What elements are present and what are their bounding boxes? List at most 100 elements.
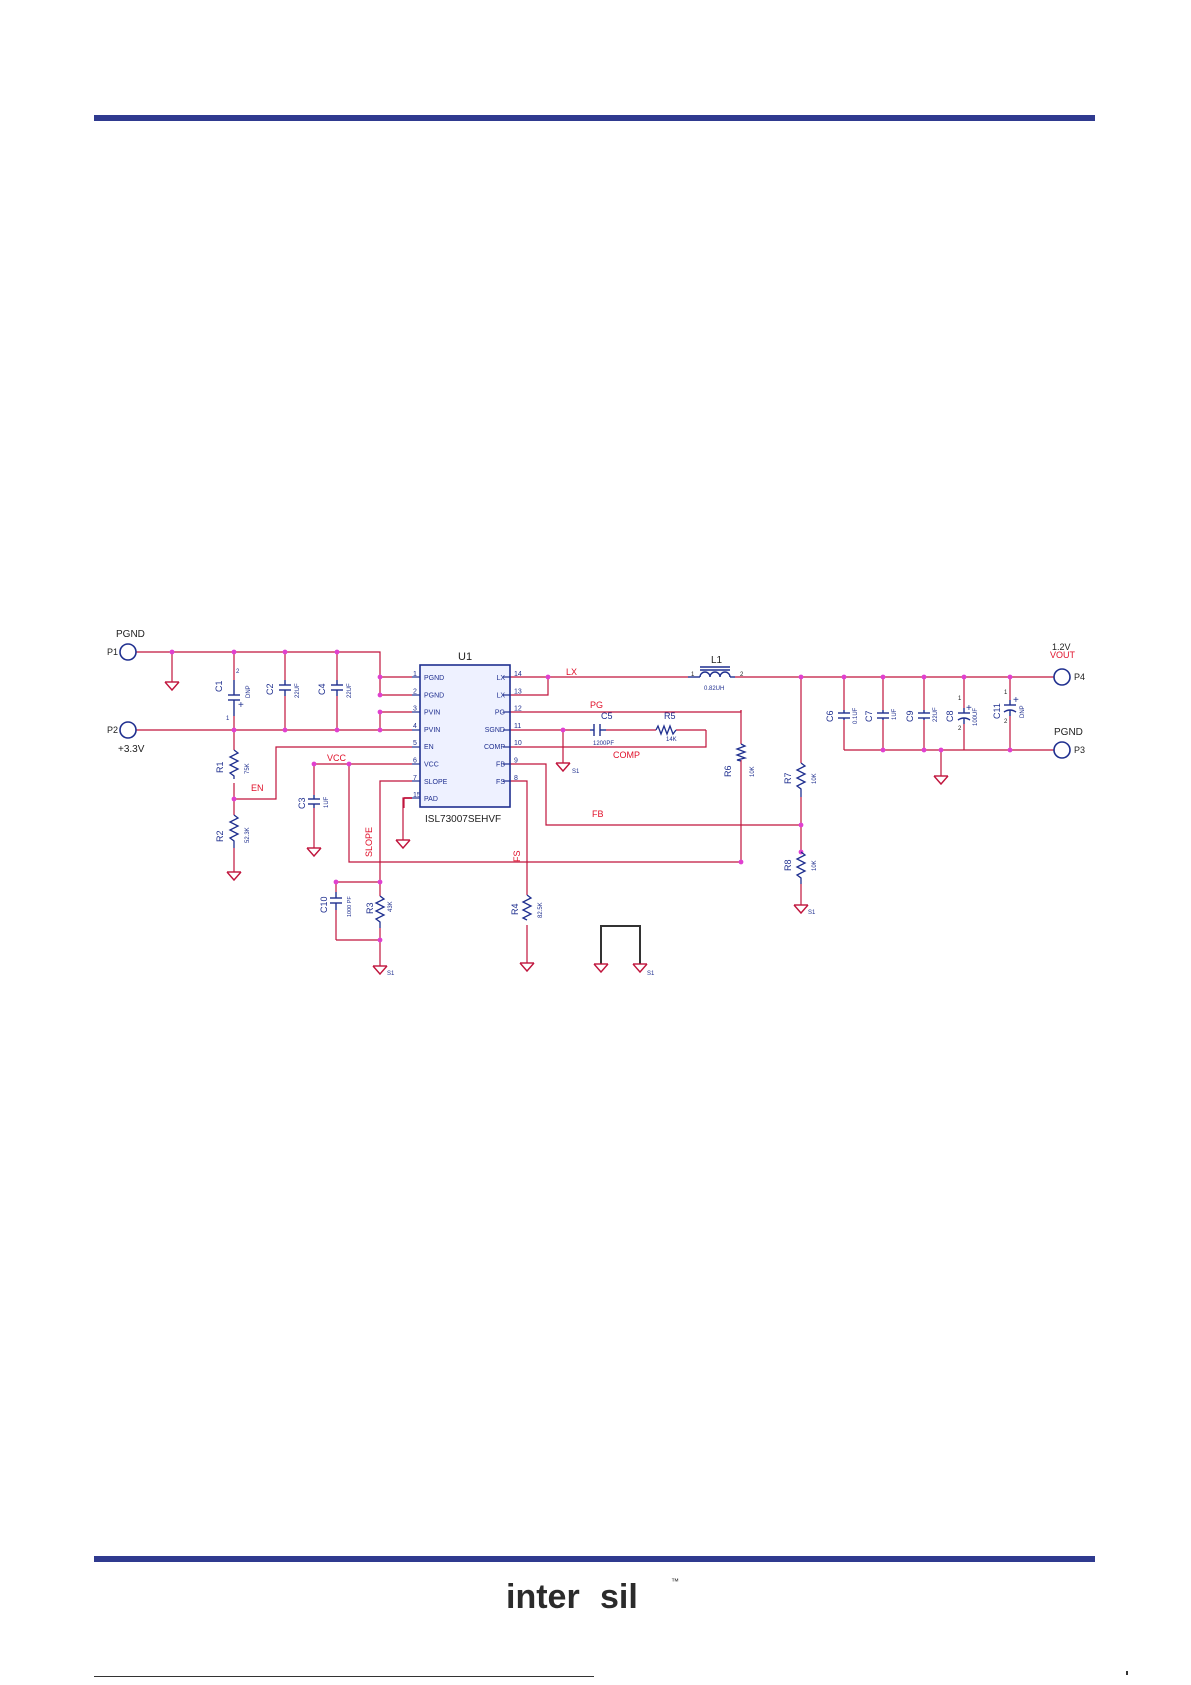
- chip-u1: U1 ISL73007SEHVF 1PGND2PGND3PVIN4PVIN5EN…: [412, 651, 522, 825]
- chip-pin-number: 12: [514, 706, 522, 713]
- net-comp: COMP: [613, 750, 640, 760]
- chip-pin-number: 4: [413, 723, 417, 730]
- c2-ref: C2: [265, 683, 275, 695]
- c3-ref: C3: [297, 797, 307, 809]
- net-slope: SLOPE: [364, 827, 374, 857]
- chip-pin-number: 10: [514, 740, 522, 747]
- r2-ref: R2: [215, 830, 225, 842]
- chip-pin-number: 8: [514, 775, 518, 782]
- l1-ref: L1: [711, 655, 723, 666]
- l1-value: 0.82UH: [704, 686, 724, 692]
- chip-pin-number: 15: [413, 792, 421, 799]
- resistor-r4: [521, 894, 533, 921]
- port-p4-name: P4: [1074, 672, 1085, 682]
- c8-pin-bottom: 2: [958, 726, 962, 732]
- chip-pin-name: FB: [496, 762, 505, 769]
- chip-pin-name: COMP: [484, 744, 505, 751]
- chip-pin-number: 11: [514, 723, 521, 730]
- c11-pin-top: 1: [1004, 690, 1008, 696]
- r4-ref: R4: [510, 903, 520, 915]
- port-p4[interactable]: [1053, 668, 1071, 686]
- s1-r3: S1: [387, 971, 395, 977]
- s1-sgnd: S1: [572, 769, 580, 775]
- c4-ref: C4: [317, 683, 327, 695]
- l1-pin2: 2: [740, 672, 744, 678]
- port-p1[interactable]: [119, 643, 137, 661]
- r5-ref: R5: [664, 711, 676, 721]
- c8-value: 100UF: [973, 708, 979, 726]
- port-p3[interactable]: [1053, 741, 1071, 759]
- c11-pin-bottom: 2: [1004, 719, 1008, 725]
- svg-text:+: +: [1013, 695, 1019, 706]
- s1-labels: S1 S1 S1 S1: [387, 769, 816, 977]
- resistor-r6: [735, 743, 748, 762]
- resistor-r2: [228, 814, 240, 848]
- page-footer-mark: [1126, 1671, 1128, 1675]
- resistors: [228, 724, 807, 928]
- r8-value: 10K: [812, 860, 818, 871]
- s1-jumper: S1: [647, 971, 655, 977]
- net-fb: FB: [592, 809, 604, 819]
- port-p4-label: VOUT: [1050, 650, 1076, 660]
- ports: PGND P1 P2 +3.3V 1.2V VOUT P4 PGND P3: [107, 629, 1085, 759]
- r6-ref: R6: [723, 765, 733, 777]
- c1-ref: C1: [214, 680, 224, 692]
- resistor-r7: [795, 762, 807, 797]
- port-p2-name: P2: [107, 725, 118, 735]
- r7-value: 10K: [812, 773, 818, 784]
- r5-value: 14K: [666, 737, 677, 743]
- c7-value: 1UF: [892, 708, 898, 720]
- c2-value: 22UF: [295, 683, 301, 698]
- chip-pin-number: 7: [413, 775, 417, 782]
- chip-pin-name: PGND: [424, 675, 444, 682]
- resistor-r3: [374, 895, 386, 928]
- c6-value: 0.1UF: [853, 707, 859, 724]
- header-rule: [94, 115, 1095, 121]
- c9-value: 22UF: [933, 707, 939, 722]
- chip-pin-number: 14: [514, 671, 522, 678]
- inductor-l1: [688, 666, 735, 678]
- port-p2[interactable]: [119, 721, 137, 739]
- c8-ref: C8: [945, 710, 955, 722]
- c4-value: 22UF: [347, 683, 353, 698]
- chip-pin-name: FS: [496, 779, 505, 786]
- port-p3-name: P3: [1074, 745, 1085, 755]
- c5-ref: C5: [601, 711, 613, 721]
- c10-ref: C10: [319, 896, 329, 913]
- c3-value: 1UF: [324, 796, 330, 808]
- chip-pin-name: VCC: [424, 762, 439, 769]
- c1-pin-bottom: 1: [226, 716, 230, 722]
- chip-pin-number: 5: [413, 740, 417, 747]
- chip-pin-number: 1: [413, 671, 417, 678]
- net-labels: LX PG COMP EN VCC FB SLOPE FS: [251, 667, 640, 862]
- r2-value: 52.3K: [245, 827, 251, 843]
- r6-value: 10K: [750, 766, 756, 777]
- port-p1-label: PGND: [116, 629, 145, 640]
- c8-pin-top: 1: [958, 696, 962, 702]
- c11-value: DNP: [1020, 705, 1026, 718]
- logo-text-a: inter: [506, 1578, 580, 1616]
- c7-ref: C7: [864, 710, 874, 722]
- net-vcc: VCC: [327, 753, 347, 763]
- chip-pin-name: SGND: [485, 727, 505, 734]
- resistor-r5: [655, 724, 677, 736]
- intersil-logo: inter sil ™: [506, 1577, 679, 1616]
- svg-text:+: +: [966, 703, 972, 714]
- junction-dots: [169, 649, 1013, 943]
- r1-ref: R1: [215, 761, 225, 773]
- r4-value: 82.5K: [538, 902, 544, 918]
- chip-pin-name: PG: [495, 710, 505, 717]
- c5-value: 1200PF: [593, 741, 614, 747]
- l1-pin1: 1: [691, 672, 695, 678]
- chip-pin-name: EN: [424, 744, 434, 751]
- chip-pin-name: LX: [496, 675, 505, 682]
- ground-symbols: [164, 681, 949, 975]
- logo-text-b: sil: [600, 1578, 638, 1616]
- logo-tm: ™: [671, 1577, 679, 1586]
- chip-pin-name: PGND: [424, 692, 444, 699]
- buck-converter-schematic: U1 ISL73007SEHVF 1PGND2PGND3PVIN4PVIN5EN…: [107, 629, 1085, 977]
- chip-pin-name: PAD: [424, 796, 438, 803]
- port-p4-voltage: 1.2V: [1052, 642, 1071, 652]
- chip-pin-number: 13: [514, 688, 522, 695]
- chip-pin-number: 2: [413, 688, 417, 695]
